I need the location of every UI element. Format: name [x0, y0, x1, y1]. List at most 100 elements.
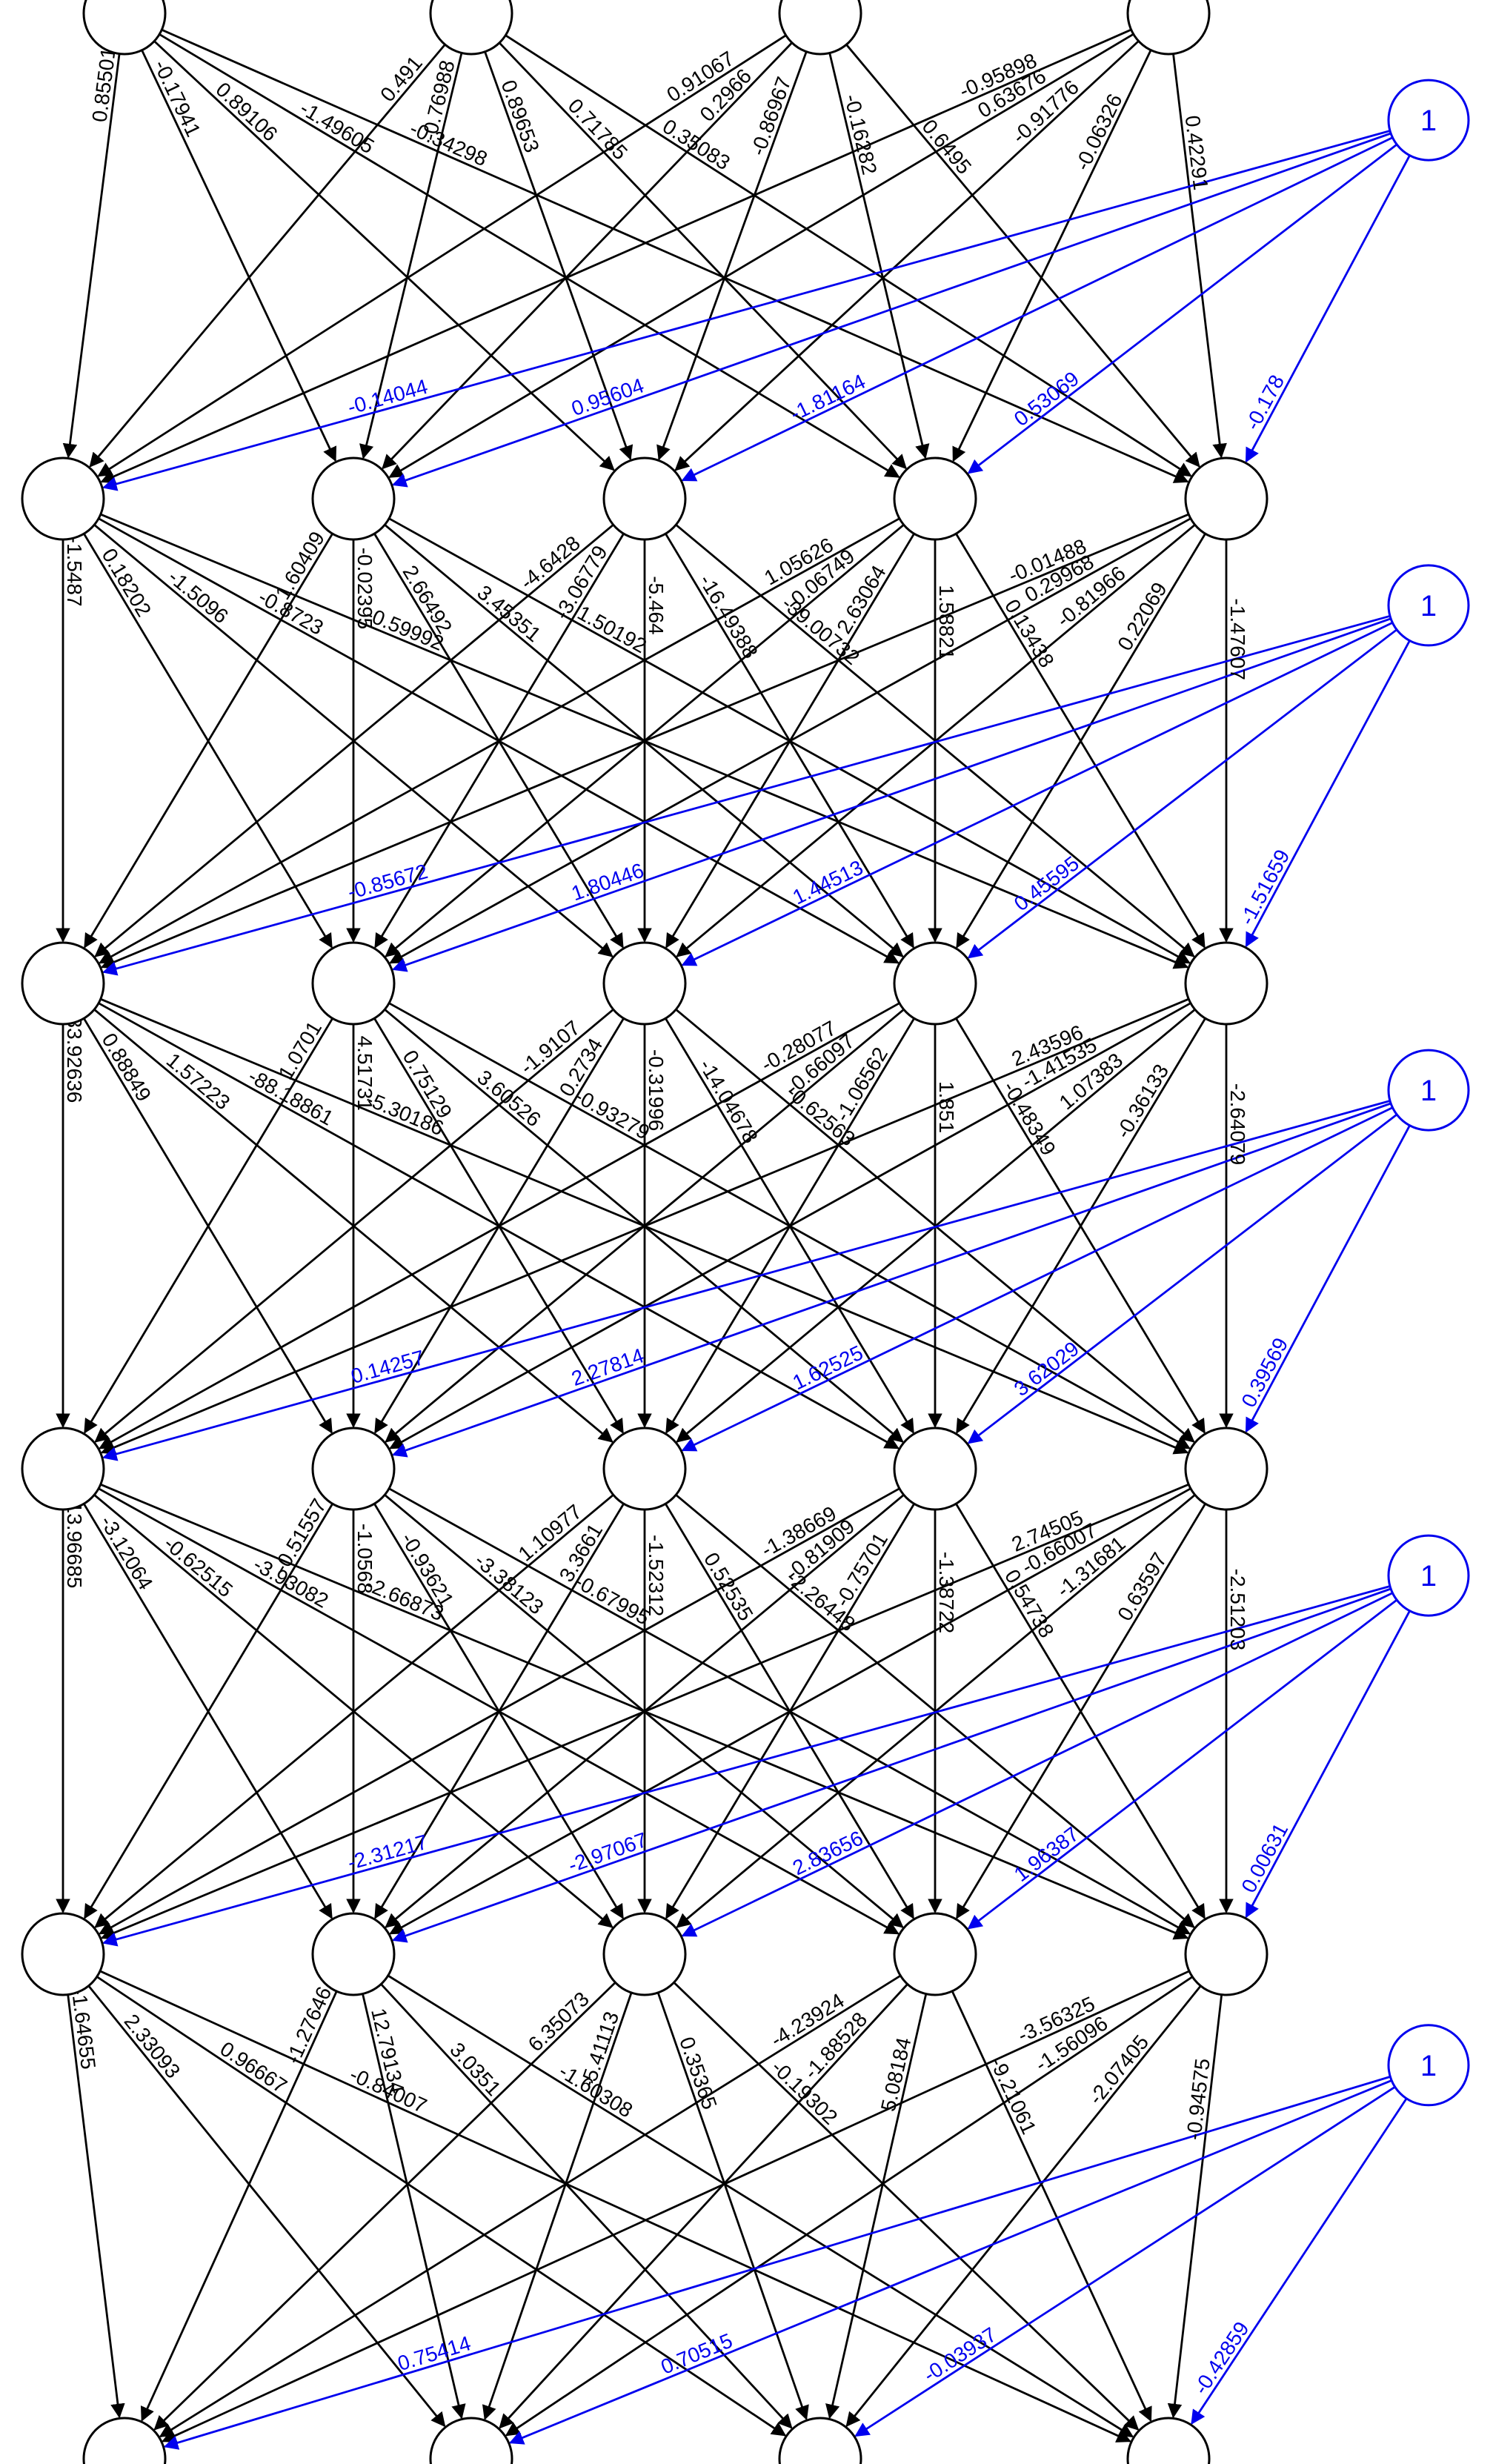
weight-edge-l4-n3-to-n1 — [499, 1983, 908, 2429]
neuron-node-l5-n3 — [1126, 2417, 1211, 2464]
bias-edge-l0-to-n1 — [391, 132, 1391, 488]
bias-label-l0-n4: -0.178 — [1240, 371, 1288, 434]
weight-edge-l1-n1-to-n0 — [84, 533, 333, 949]
bias-label-l3-n3: 1.96387 — [1010, 1822, 1083, 1886]
bias-edge-l1-to-n0 — [102, 614, 1391, 976]
weight-label-l3-n4-n3: 0.63597 — [1113, 1549, 1171, 1625]
bias-edge-l2-to-n0 — [102, 1100, 1391, 1461]
bias-label-l4-n0: 0.75414 — [395, 2331, 473, 2375]
neuron-node-l5-n1 — [429, 2417, 513, 2464]
weight-label-l1-n1-n0: 1.60409 — [271, 528, 330, 604]
neuron-node-l5-n0 — [82, 2417, 167, 2464]
bias-edge-l0-to-n3 — [967, 143, 1398, 474]
weight-edge-l0-n0-to-n3 — [159, 33, 900, 478]
weight-label-l0-n0-n1: -0.17941 — [150, 56, 205, 140]
neuron-node-l4-n3 — [893, 1912, 977, 1996]
bias-label-l1-n1: 1.80446 — [568, 859, 647, 906]
weight-edge-l4-n4-to-n1 — [505, 1976, 1194, 2437]
weight-label-l1-n0-n0: -1.5487 — [63, 537, 86, 607]
bias-label-l2-n1: 2.27814 — [568, 1344, 647, 1390]
neuron-node-l3-n0 — [21, 1427, 105, 1511]
weight-edge-l4-n1-to-n1 — [362, 1993, 466, 2420]
weight-edge-l4-n0-to-n1 — [87, 1985, 446, 2428]
weight-label-l1-n0-n1: 0.18202 — [97, 545, 156, 621]
weight-edge-l4-n4-to-n2 — [845, 1985, 1202, 2428]
weight-label-l2-n2-n3: -14.04678 — [695, 1055, 762, 1147]
neuron-node-l5-n2 — [778, 2417, 862, 2464]
bias-label-l4-n3: -0.42859 — [1189, 2317, 1254, 2398]
bias-edge-l1-to-n4 — [1245, 640, 1411, 948]
bias-edge-l1-to-n3 — [967, 628, 1397, 959]
weight-label-l1-n1-n1: -0.02395 — [353, 548, 376, 630]
weight-label-l3-n0-n0: -13.96685 — [63, 1495, 86, 1588]
weight-edge-l4-n1-to-n2 — [380, 1983, 793, 2429]
neuron-node-l1-n2 — [602, 456, 687, 541]
bias-label-l1-n0: -0.85672 — [345, 860, 430, 903]
neuron-node-l3-n4 — [1184, 1427, 1268, 1511]
weight-edge-l4-n4-to-n3 — [1167, 1994, 1223, 2419]
weight-edge-l4-n3-to-n2 — [825, 1993, 928, 2420]
weight-edge-l1-n4-to-n1 — [389, 517, 1191, 964]
weight-edge-l0-n0-to-n0 — [62, 53, 121, 459]
weight-edge-l3-n4-to-n0 — [100, 1483, 1189, 1940]
weight-edge-l0-n2-to-n3 — [828, 53, 930, 459]
neuron-node-l4-n4 — [1184, 1912, 1268, 1996]
weight-edge-l4-n0-to-n2 — [96, 1976, 787, 2437]
neuron-node-l4-n0 — [21, 1912, 105, 1996]
bias-edge-l1-to-n1 — [391, 617, 1391, 972]
weight-label-l3-n1-n0: -0.51557 — [269, 1495, 330, 1577]
weight-edge-l1-n4-to-n2 — [676, 524, 1196, 957]
weight-edge-l4-n2-to-n1 — [482, 1992, 633, 2420]
weight-label-l2-n1-n1: 4.51731 — [353, 1036, 376, 1111]
weight-edge-l4-n3-to-n3 — [951, 1990, 1152, 2423]
weight-label-l3-n1-n4: -0.67995 — [571, 1570, 654, 1630]
weight-label-l0-n0-n2: 0.89106 — [211, 78, 282, 146]
weight-edge-l4-n4-to-n0 — [162, 1970, 1190, 2443]
weight-label-l2-n0-n1: 0.88849 — [98, 1029, 156, 1106]
weight-label-l1-n1-n4: 1.50192 — [573, 601, 651, 657]
weight-label-l1-n4-n4: -1.47607 — [1226, 598, 1249, 680]
bias-node-label: 1 — [1420, 1075, 1437, 1107]
bias-edge-l3-to-n2 — [681, 1592, 1394, 1937]
weight-edge-l4-n3-to-n0 — [159, 1974, 902, 2438]
bias-label-l2-n4: 0.39569 — [1237, 1334, 1292, 1411]
weight-label-l4-n4-n3: -0.94575 — [1182, 2057, 1214, 2141]
weight-edge-l0-n2-to-n0 — [97, 34, 787, 477]
weight-label-l4-n0-n1: 2.33093 — [120, 2010, 185, 2082]
bias-node-l0 — [1387, 79, 1470, 162]
weight-label-l3-n4-n4: -2.51203 — [1226, 1569, 1249, 1651]
weight-edge-l0-n1-to-n3 — [498, 41, 907, 470]
weight-label-l1-n4-n3: 0.22069 — [1113, 578, 1171, 654]
weight-edge-l3-n4-to-n3 — [956, 1503, 1206, 1919]
bias-label-l3-n4: 0.00631 — [1237, 1819, 1292, 1896]
neuron-node-l1-n1 — [311, 456, 396, 541]
weight-label-l1-n3-n4: 0.13438 — [1000, 595, 1059, 671]
weight-edge-l1-n3-to-n0 — [99, 517, 900, 964]
bias-edge-l4-to-n3 — [1191, 2098, 1408, 2425]
weight-edge-l4-n2-to-n3 — [673, 1982, 1140, 2431]
bias-edge-l0-to-n0 — [102, 130, 1391, 491]
weight-edge-l2-n4-to-n3 — [956, 1017, 1206, 1434]
weight-edge-l0-n0-to-n2 — [153, 40, 615, 471]
weight-label-l0-n1-n4: 0.35083 — [659, 115, 734, 175]
weight-edge-l1-n2-to-n0 — [94, 524, 614, 957]
bias-label-l3-n1: -2.97067 — [565, 1828, 651, 1877]
weight-label-l1-n2-n2: -5.464 — [645, 576, 668, 634]
weight-label-l2-n2-n2: -0.31996 — [645, 1049, 668, 1132]
weight-edge-l2-n4-to-n1 — [389, 1002, 1191, 1449]
bias-edge-l2-to-n2 — [681, 1106, 1394, 1452]
weight-label-l4-n2-n1: -5.41113 — [576, 2009, 623, 2091]
weight-label-l2-n3-n3: 1.851 — [935, 1081, 958, 1133]
bias-label-l4-n1: 0.70515 — [658, 2329, 736, 2379]
weight-label-l0-n0-n0: 0.85501 — [87, 46, 119, 123]
neuron-node-l0-n1 — [429, 0, 513, 56]
weight-edge-l1-n4-to-n0 — [100, 513, 1189, 969]
weight-label-l3-n3-n3: -1.38722 — [935, 1552, 958, 1634]
bias-edge-l0-to-n4 — [1245, 155, 1411, 463]
weight-edge-l2-n3-to-n0 — [99, 1002, 900, 1449]
bias-edge-l0-to-n2 — [681, 136, 1394, 482]
weight-label-l0-n1-n2: 0.89653 — [496, 77, 543, 156]
neuron-node-l1-n0 — [21, 456, 105, 541]
bias-edge-l4-to-n2 — [854, 2086, 1396, 2437]
